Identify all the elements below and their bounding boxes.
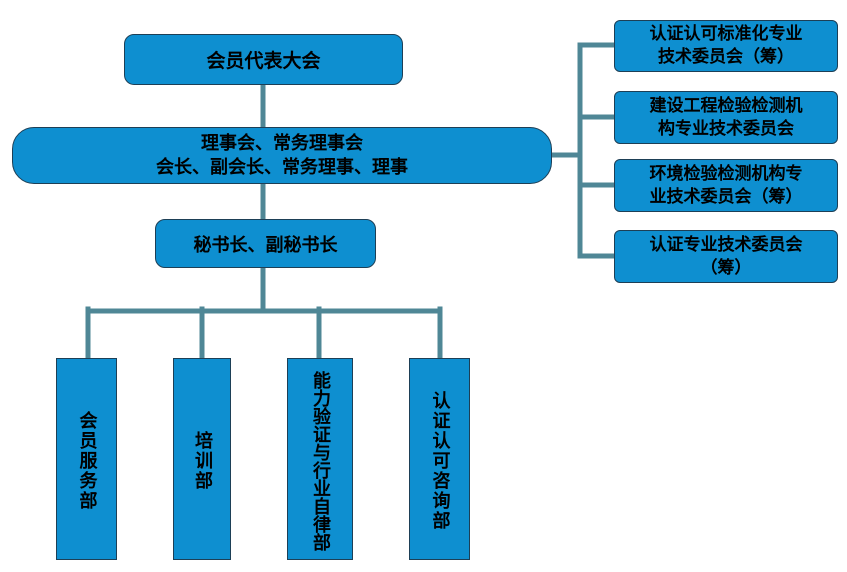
secretariat-label: 秘书长、副秘书长 — [193, 234, 338, 256]
committee-3-line-1: 环境检验检测机构专 — [649, 163, 803, 184]
committee-2-line-1: 建设工程检验检测机 — [649, 95, 803, 116]
council-line-1: 理事会、常务理事会 — [201, 132, 363, 154]
department-3-label: 能力验证与行业自律部 — [310, 371, 331, 551]
council-node: 理事会、常务理事会 会长、副会长、常务理事、理事 — [12, 127, 552, 184]
committee-1-line-1: 认证认可标准化专业 — [649, 24, 803, 44]
committee-node-4: 认证专业技术委员会 （筹） — [614, 230, 838, 283]
department-node-4: 认证认可咨询部 — [409, 358, 470, 560]
committee-3-line-2: 业技术委员会（筹） — [649, 186, 803, 207]
department-node-1: 会员服务部 — [56, 358, 117, 560]
secretariat-node: 秘书长、副秘书长 — [155, 219, 376, 268]
committee-4-line-1: 认证专业技术委员会 — [649, 234, 803, 255]
committee-4-line-2: （筹） — [700, 257, 752, 278]
committee-2-line-2: 构专业技术委员会 — [658, 118, 794, 139]
committee-1-line-2: 技术委员会（筹） — [658, 47, 794, 67]
committee-node-2: 建设工程检验检测机 构专业技术委员会 — [614, 91, 838, 144]
department-node-2: 培训部 — [173, 358, 231, 560]
top-node-members-congress: 会员代表大会 — [124, 34, 403, 85]
council-line-2: 会长、副会长、常务理事、理事 — [156, 156, 408, 178]
top-node-label: 会员代表大会 — [206, 50, 321, 72]
department-1-label: 会员服务部 — [76, 411, 98, 511]
department-4-label: 认证认可咨询部 — [429, 391, 451, 531]
department-2-label: 培训部 — [192, 431, 213, 491]
department-node-3: 能力验证与行业自律部 — [287, 358, 353, 560]
committee-node-1: 认证认可标准化专业 技术委员会（筹） — [614, 20, 838, 72]
committee-node-3: 环境检验检测机构专 业技术委员会（筹） — [614, 159, 838, 212]
